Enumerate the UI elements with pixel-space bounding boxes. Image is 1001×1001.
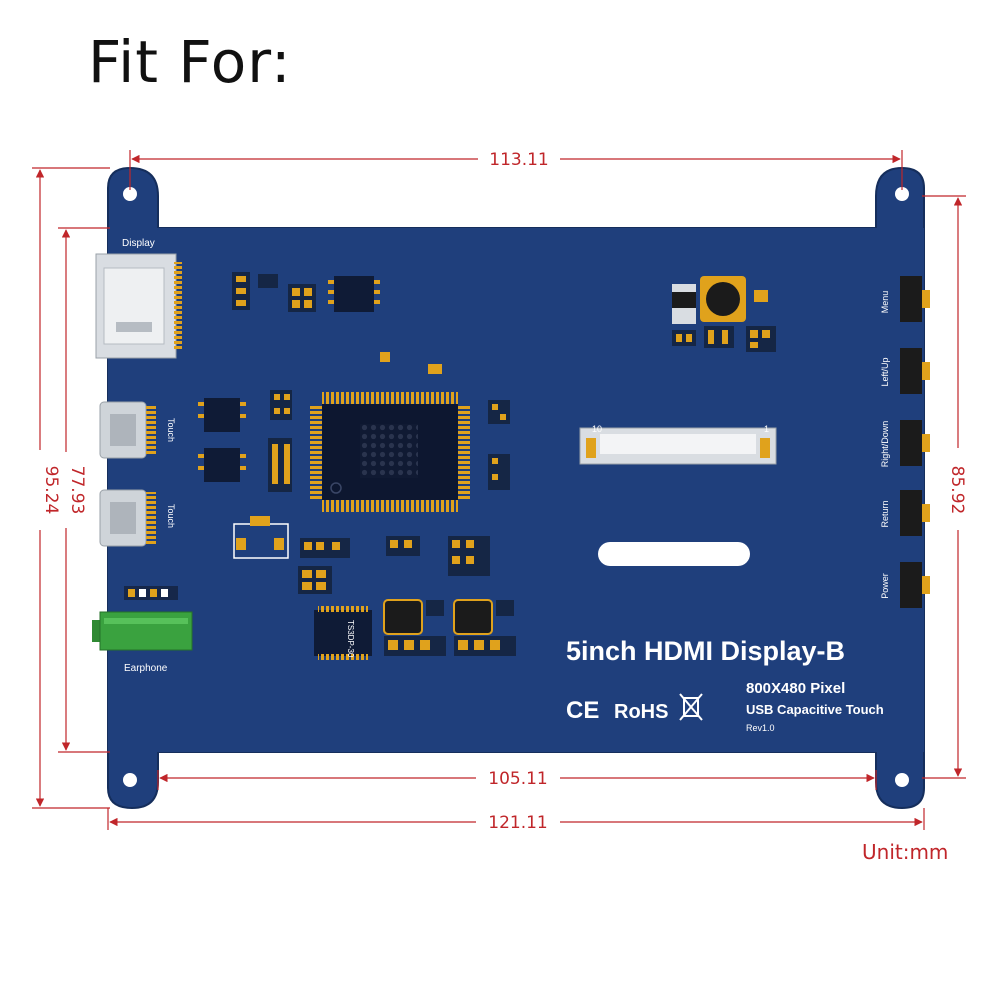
unit-label: Unit:mm bbox=[862, 840, 949, 864]
board-title: 5inch HDMI Display-B bbox=[566, 636, 845, 666]
mount-hole-bottom-left bbox=[123, 773, 137, 787]
dimension-lines bbox=[32, 150, 966, 830]
button-label-menu: Menu bbox=[880, 291, 890, 314]
dim-left-inner-height: 77.93 bbox=[67, 466, 87, 515]
port-label-display: Display bbox=[122, 238, 155, 249]
main-controller-chip bbox=[310, 392, 470, 512]
mount-hole-top-left bbox=[123, 187, 137, 201]
page-heading: Fit For: bbox=[88, 28, 292, 96]
port-label-touch-2: Touch bbox=[166, 504, 176, 528]
ffc-connector bbox=[579, 427, 777, 465]
weee-bin-icon bbox=[679, 693, 703, 721]
rohs-mark: RoHS bbox=[614, 701, 668, 723]
mount-hole-top-right bbox=[895, 187, 909, 201]
board-slot bbox=[598, 542, 750, 566]
mount-hole-bottom-right bbox=[895, 773, 909, 787]
port-label-earphone: Earphone bbox=[124, 663, 168, 674]
dim-left-total-height: 95.24 bbox=[41, 466, 61, 515]
button-label-right-down: Right/Down bbox=[880, 421, 890, 468]
power-components bbox=[672, 276, 776, 352]
dim-top-width: 113.11 bbox=[489, 150, 548, 170]
dim-right-height: 85.92 bbox=[947, 466, 967, 515]
resolution-label: 800X480 Pixel bbox=[746, 680, 845, 697]
touch-label: USB Capacitive Touch bbox=[746, 702, 884, 717]
earphone-jack bbox=[92, 586, 193, 651]
revision-label: Rev1.0 bbox=[746, 723, 775, 733]
dim-total-width: 121.11 bbox=[488, 813, 547, 833]
button-label-power: Power bbox=[880, 573, 890, 599]
bottom-chip-row: TS3DP-30 bbox=[314, 599, 516, 660]
usb-port-1 bbox=[99, 401, 156, 459]
button-label-return: Return bbox=[880, 500, 890, 527]
usb-port-2 bbox=[99, 489, 156, 547]
side-buttons bbox=[900, 276, 930, 608]
button-label-left-up: Left/Up bbox=[880, 357, 890, 386]
button-power bbox=[900, 562, 930, 608]
button-left-up bbox=[900, 348, 930, 394]
button-menu bbox=[900, 276, 930, 322]
chip-label: TS3DP-30 bbox=[346, 620, 355, 658]
smd-components bbox=[198, 272, 510, 594]
button-right-down bbox=[900, 420, 930, 466]
ce-mark: CE bbox=[566, 697, 599, 724]
button-return bbox=[900, 490, 930, 536]
hdmi-port bbox=[95, 253, 182, 359]
ffc-label-1: 1 bbox=[764, 424, 769, 434]
ffc-label-10: 10 bbox=[592, 424, 602, 434]
dim-inner-width: 105.11 bbox=[488, 769, 547, 789]
port-label-touch-1: Touch bbox=[166, 418, 176, 442]
